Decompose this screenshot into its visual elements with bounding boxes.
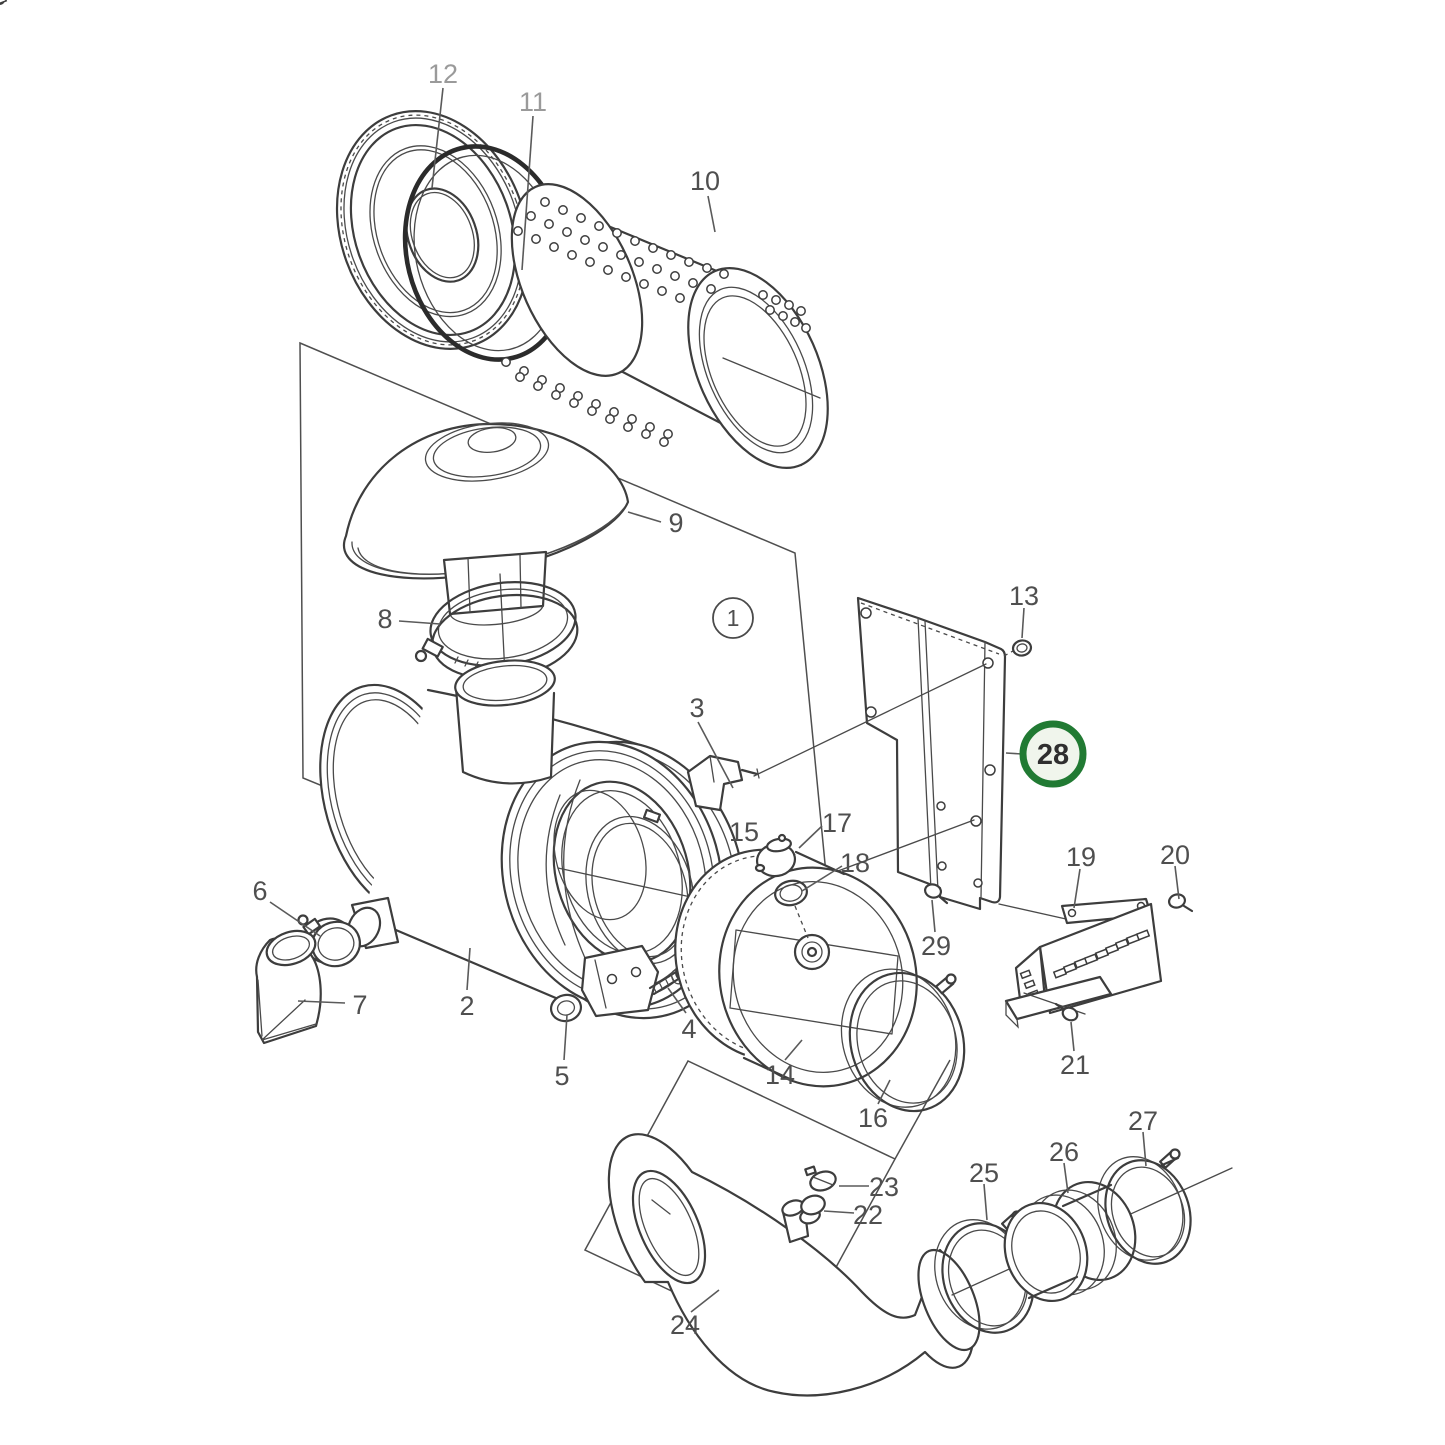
part-7-dust-ejector <box>255 929 322 1045</box>
callout-25[interactable]: 25 <box>969 1158 999 1188</box>
part-10-filter-element <box>0 0 829 469</box>
part-16-hose-clamp <box>840 968 966 1113</box>
callout-labels: 12 11 10 9 8 3 13 6 15 17 18 19 20 29 7 … <box>252 59 1190 1340</box>
callout-19[interactable]: 19 <box>1066 842 1096 872</box>
callout-29[interactable]: 29 <box>921 931 951 961</box>
callout-23[interactable]: 23 <box>869 1172 899 1202</box>
callout-27[interactable]: 27 <box>1128 1106 1158 1136</box>
part-9-dome-cap <box>342 422 630 697</box>
part-21-screw <box>1054 1002 1079 1022</box>
callout-24[interactable]: 24 <box>670 1310 700 1340</box>
part-15-sensor <box>754 833 797 878</box>
bracket-slots <box>0 0 1150 979</box>
part-2-housing <box>319 659 760 1020</box>
part-20-screw <box>1167 893 1194 913</box>
leader-lines <box>269 87 1180 1313</box>
callout-20[interactable]: 20 <box>1160 840 1190 870</box>
callout-21[interactable]: 21 <box>1060 1050 1090 1080</box>
callout-6[interactable]: 6 <box>252 876 267 906</box>
part-27-hose-clamp <box>1097 1148 1192 1265</box>
callout-22[interactable]: 22 <box>853 1200 883 1230</box>
part-14-bellows-hose <box>674 848 918 1088</box>
callout-1: 1 <box>727 605 740 631</box>
part-28-mounting-plate <box>856 596 1007 911</box>
callout-10[interactable]: 10 <box>690 166 720 196</box>
callout-4[interactable]: 4 <box>681 1014 696 1044</box>
callout-15[interactable]: 15 <box>729 817 759 847</box>
part-23-clip <box>804 1165 837 1192</box>
callout-16[interactable]: 16 <box>858 1103 888 1133</box>
callout-12[interactable]: 12 <box>428 59 458 89</box>
part-22-cap <box>799 1194 826 1225</box>
callout-9[interactable]: 9 <box>668 508 683 538</box>
callout-5[interactable]: 5 <box>554 1061 569 1091</box>
highlighted-callout-28[interactable]: 28 <box>1019 720 1087 788</box>
callout-11[interactable]: 11 <box>519 87 547 117</box>
callout-28: 28 <box>1037 739 1069 771</box>
part-13-nut <box>1003 639 1033 657</box>
callout-26[interactable]: 26 <box>1049 1137 1079 1167</box>
callout-8[interactable]: 8 <box>377 604 392 634</box>
callout-3[interactable]: 3 <box>689 693 704 723</box>
part-5-nut <box>549 993 583 1023</box>
callout-7[interactable]: 7 <box>352 990 367 1020</box>
part-29-screw <box>923 883 949 905</box>
callout-2[interactable]: 2 <box>459 991 474 1021</box>
part-26-sleeve <box>1003 1180 1137 1303</box>
part-19-bracket <box>0 0 1163 1029</box>
part-12-end-cap <box>335 110 531 350</box>
part-18-ring <box>774 879 808 907</box>
assembly-badge[interactable]: 1 <box>712 597 754 639</box>
callout-17[interactable]: 17 <box>822 808 852 838</box>
callout-13[interactable]: 13 <box>1009 581 1039 611</box>
callout-14[interactable]: 14 <box>765 1060 795 1090</box>
callout-18[interactable]: 18 <box>840 848 870 878</box>
